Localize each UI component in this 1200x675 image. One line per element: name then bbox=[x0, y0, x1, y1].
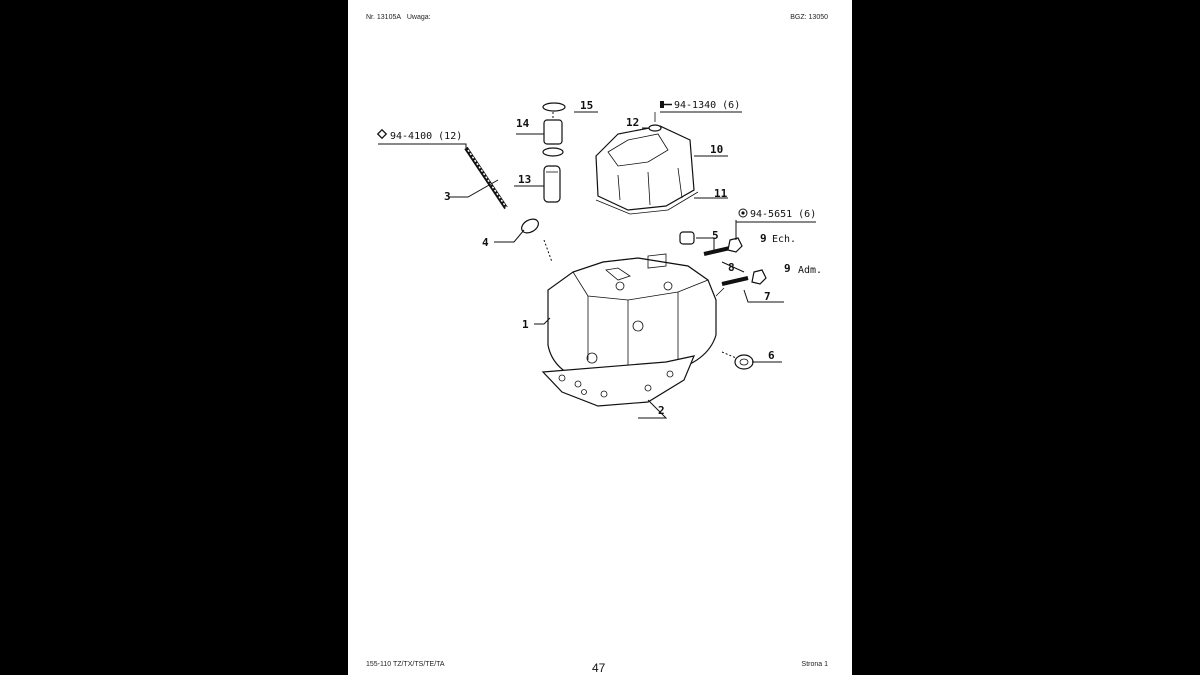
label-9-adm: 9 bbox=[784, 262, 791, 275]
circle-target-icon bbox=[738, 208, 748, 218]
washer-part bbox=[648, 124, 662, 132]
label-5: 5 bbox=[712, 229, 719, 242]
label-14: 14 bbox=[516, 117, 530, 130]
dash-axis bbox=[543, 239, 553, 263]
stud-part-7 bbox=[721, 276, 749, 286]
bgz-code: BGZ: 13050 bbox=[790, 14, 828, 21]
sleeve-tube-part bbox=[543, 165, 561, 203]
model-code: 155-110 TZ/TX/TS/TE/TA bbox=[366, 661, 445, 668]
cap-nut-part bbox=[734, 354, 754, 370]
bolt-icon bbox=[660, 101, 664, 108]
nut-part-adm bbox=[751, 269, 767, 285]
leader-line-2 bbox=[638, 399, 668, 419]
diamond-icon bbox=[376, 128, 388, 140]
label-13: 13 bbox=[518, 173, 531, 186]
leader-line-8 bbox=[721, 261, 745, 273]
label-7: 7 bbox=[764, 290, 771, 303]
stud-part-8 bbox=[703, 246, 731, 256]
doc-number: Nr. 13105A bbox=[366, 14, 402, 21]
label-8: 8 bbox=[728, 261, 735, 274]
cover-gasket-part bbox=[595, 191, 699, 215]
leader-line-7 bbox=[743, 289, 784, 303]
leader-line-5 bbox=[696, 237, 715, 250]
leader-line-3 bbox=[448, 179, 499, 198]
circle-target-dot bbox=[741, 211, 745, 215]
label-3: 3 bbox=[444, 190, 451, 203]
leader-dash-6 bbox=[721, 351, 737, 359]
ref-94-5651: 94-5651 (6) bbox=[750, 209, 816, 220]
ref-94-4100: 94-4100 (12) bbox=[390, 131, 462, 142]
sleeve-part bbox=[679, 231, 695, 245]
label-9-ech-note: Ech. bbox=[772, 234, 796, 245]
label-6: 6 bbox=[768, 349, 775, 362]
sheet-number: Strona 1 bbox=[801, 661, 828, 668]
stud-bolt-part bbox=[464, 146, 509, 211]
label-15: 15 bbox=[580, 99, 593, 112]
label-9-adm-note: Adm. bbox=[798, 265, 822, 276]
ref-94-1340: 94-1340 (6) bbox=[674, 100, 740, 111]
note-label: Uwaga: bbox=[406, 14, 431, 21]
leader-line-1 bbox=[534, 317, 551, 325]
page-number: 47 bbox=[592, 661, 606, 675]
rocker-cover-part bbox=[595, 125, 695, 211]
label-2: 2 bbox=[658, 404, 665, 417]
head-gasket-part bbox=[541, 355, 695, 407]
label-10: 10 bbox=[710, 143, 723, 156]
exploded-parts-diagram: 94-4100 (12) 94-1340 (6) 94-5651 (6) 1 2… bbox=[376, 99, 822, 419]
leader-line-ref-3 bbox=[378, 143, 467, 148]
nut-part-ech bbox=[727, 237, 743, 253]
seal-ring-part bbox=[521, 218, 539, 234]
clip-ring-part bbox=[542, 102, 566, 112]
label-4: 4 bbox=[482, 236, 489, 249]
leader-line-4 bbox=[494, 229, 525, 243]
label-9-ech: 9 bbox=[760, 232, 767, 245]
label-1: 1 bbox=[522, 318, 529, 331]
document-page: Nr. 13105A Uwaga: BGZ: 13050 bbox=[348, 0, 852, 675]
header-left: Nr. 13105A Uwaga: bbox=[366, 14, 431, 21]
bushing-part bbox=[542, 119, 564, 157]
label-11: 11 bbox=[714, 187, 728, 200]
cylinder-head-part bbox=[547, 253, 725, 383]
label-12: 12 bbox=[626, 116, 639, 129]
